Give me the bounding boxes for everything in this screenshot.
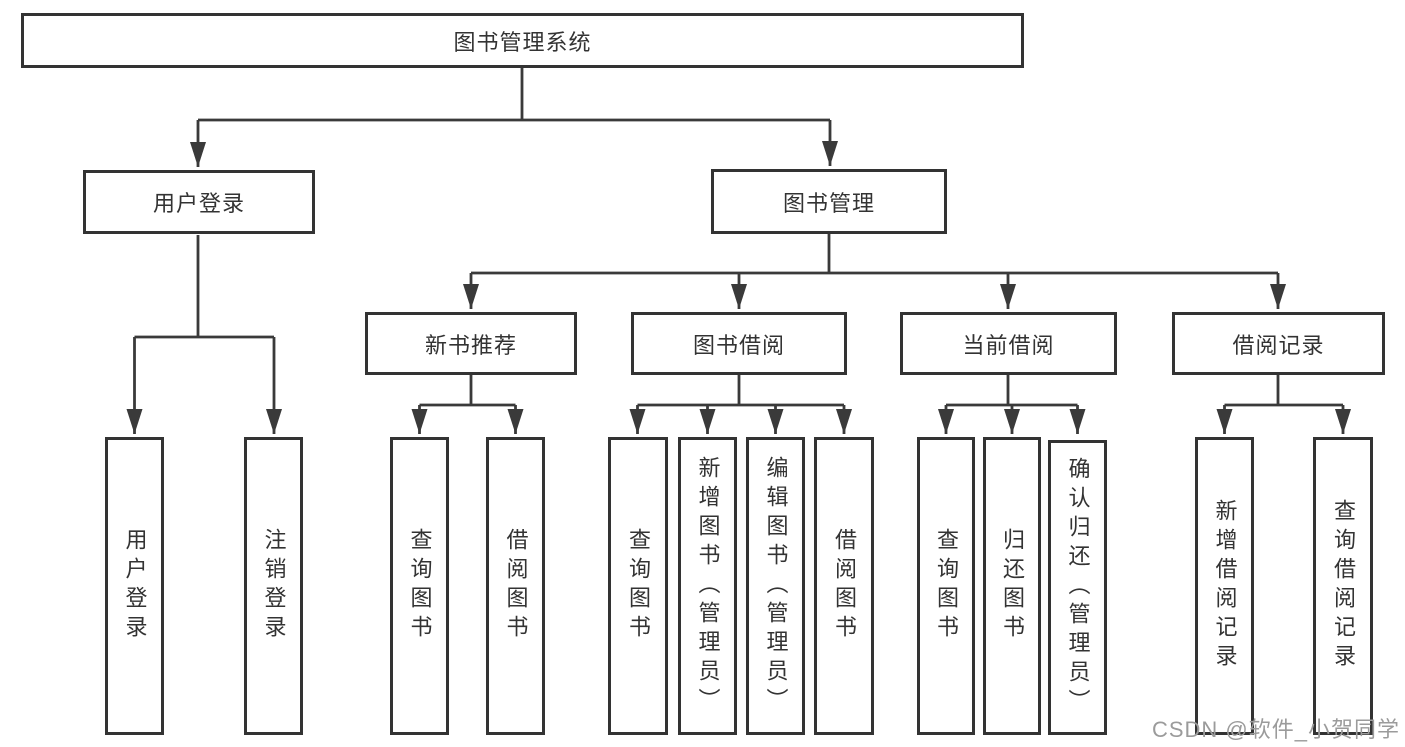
leaf-logout-login: 注销登录 xyxy=(244,437,303,735)
leaf-edit-books-admin-label: 编辑图书（管理员） xyxy=(763,455,789,717)
node-current-borrow: 当前借阅 xyxy=(900,312,1117,375)
leaf-user-login-label: 用户登录 xyxy=(122,528,148,644)
leaf-confirm-return-admin: 确认归还（管理员） xyxy=(1048,440,1107,735)
node-new-book-recommend: 新书推荐 xyxy=(365,312,577,375)
leaf-add-borrow-record: 新增借阅记录 xyxy=(1195,437,1254,735)
leaf-query-books-recommend-label: 查询图书 xyxy=(407,528,433,644)
node-root-label: 图书管理系统 xyxy=(453,29,592,55)
leaf-logout-login-label: 注销登录 xyxy=(261,528,287,644)
leaf-add-books-admin: 新增图书（管理员） xyxy=(678,437,737,735)
node-book-borrow: 图书借阅 xyxy=(631,312,847,375)
leaf-return-books: 归还图书 xyxy=(983,437,1041,735)
node-book-management-label: 图书管理 xyxy=(782,190,875,216)
leaf-add-borrow-record-label: 新增借阅记录 xyxy=(1212,499,1238,673)
leaf-query-books-borrow: 查询图书 xyxy=(608,437,668,735)
leaf-confirm-return-admin-label: 确认归还（管理员） xyxy=(1065,457,1091,718)
leaf-query-books-current-label: 查询图书 xyxy=(934,528,959,644)
leaf-query-books-recommend: 查询图书 xyxy=(390,437,449,735)
leaf-query-borrow-record: 查询借阅记录 xyxy=(1313,437,1373,735)
node-borrow-records: 借阅记录 xyxy=(1172,312,1385,375)
leaf-borrow-books-recommend: 借阅图书 xyxy=(486,437,545,735)
node-user-login: 用户登录 xyxy=(83,170,315,234)
node-borrow-records-label: 借阅记录 xyxy=(1232,332,1325,358)
csdn-watermark: CSDN @软件_小贺同学 xyxy=(1151,717,1400,742)
node-user-login-label: 用户登录 xyxy=(152,191,245,216)
node-root-system: 图书管理系统 xyxy=(21,13,1024,68)
leaf-query-borrow-record-label: 查询借阅记录 xyxy=(1331,499,1356,673)
leaf-edit-books-admin: 编辑图书（管理员） xyxy=(746,437,805,735)
leaf-add-books-admin-label: 新增图书（管理员） xyxy=(695,455,721,717)
node-new-book-recommend-label: 新书推荐 xyxy=(424,332,517,358)
node-current-borrow-label: 当前借阅 xyxy=(962,332,1055,358)
leaf-query-books-current: 查询图书 xyxy=(917,437,975,735)
leaf-query-books-borrow-label: 查询图书 xyxy=(626,528,651,644)
leaf-borrow-books: 借阅图书 xyxy=(814,437,874,735)
leaf-borrow-books-label: 借阅图书 xyxy=(832,528,857,644)
node-book-borrow-label: 图书借阅 xyxy=(692,332,785,358)
node-book-management: 图书管理 xyxy=(711,169,947,234)
leaf-user-login: 用户登录 xyxy=(105,437,164,735)
leaf-borrow-books-recommend-label: 借阅图书 xyxy=(503,528,529,644)
leaf-return-books-label: 归还图书 xyxy=(1000,528,1025,644)
